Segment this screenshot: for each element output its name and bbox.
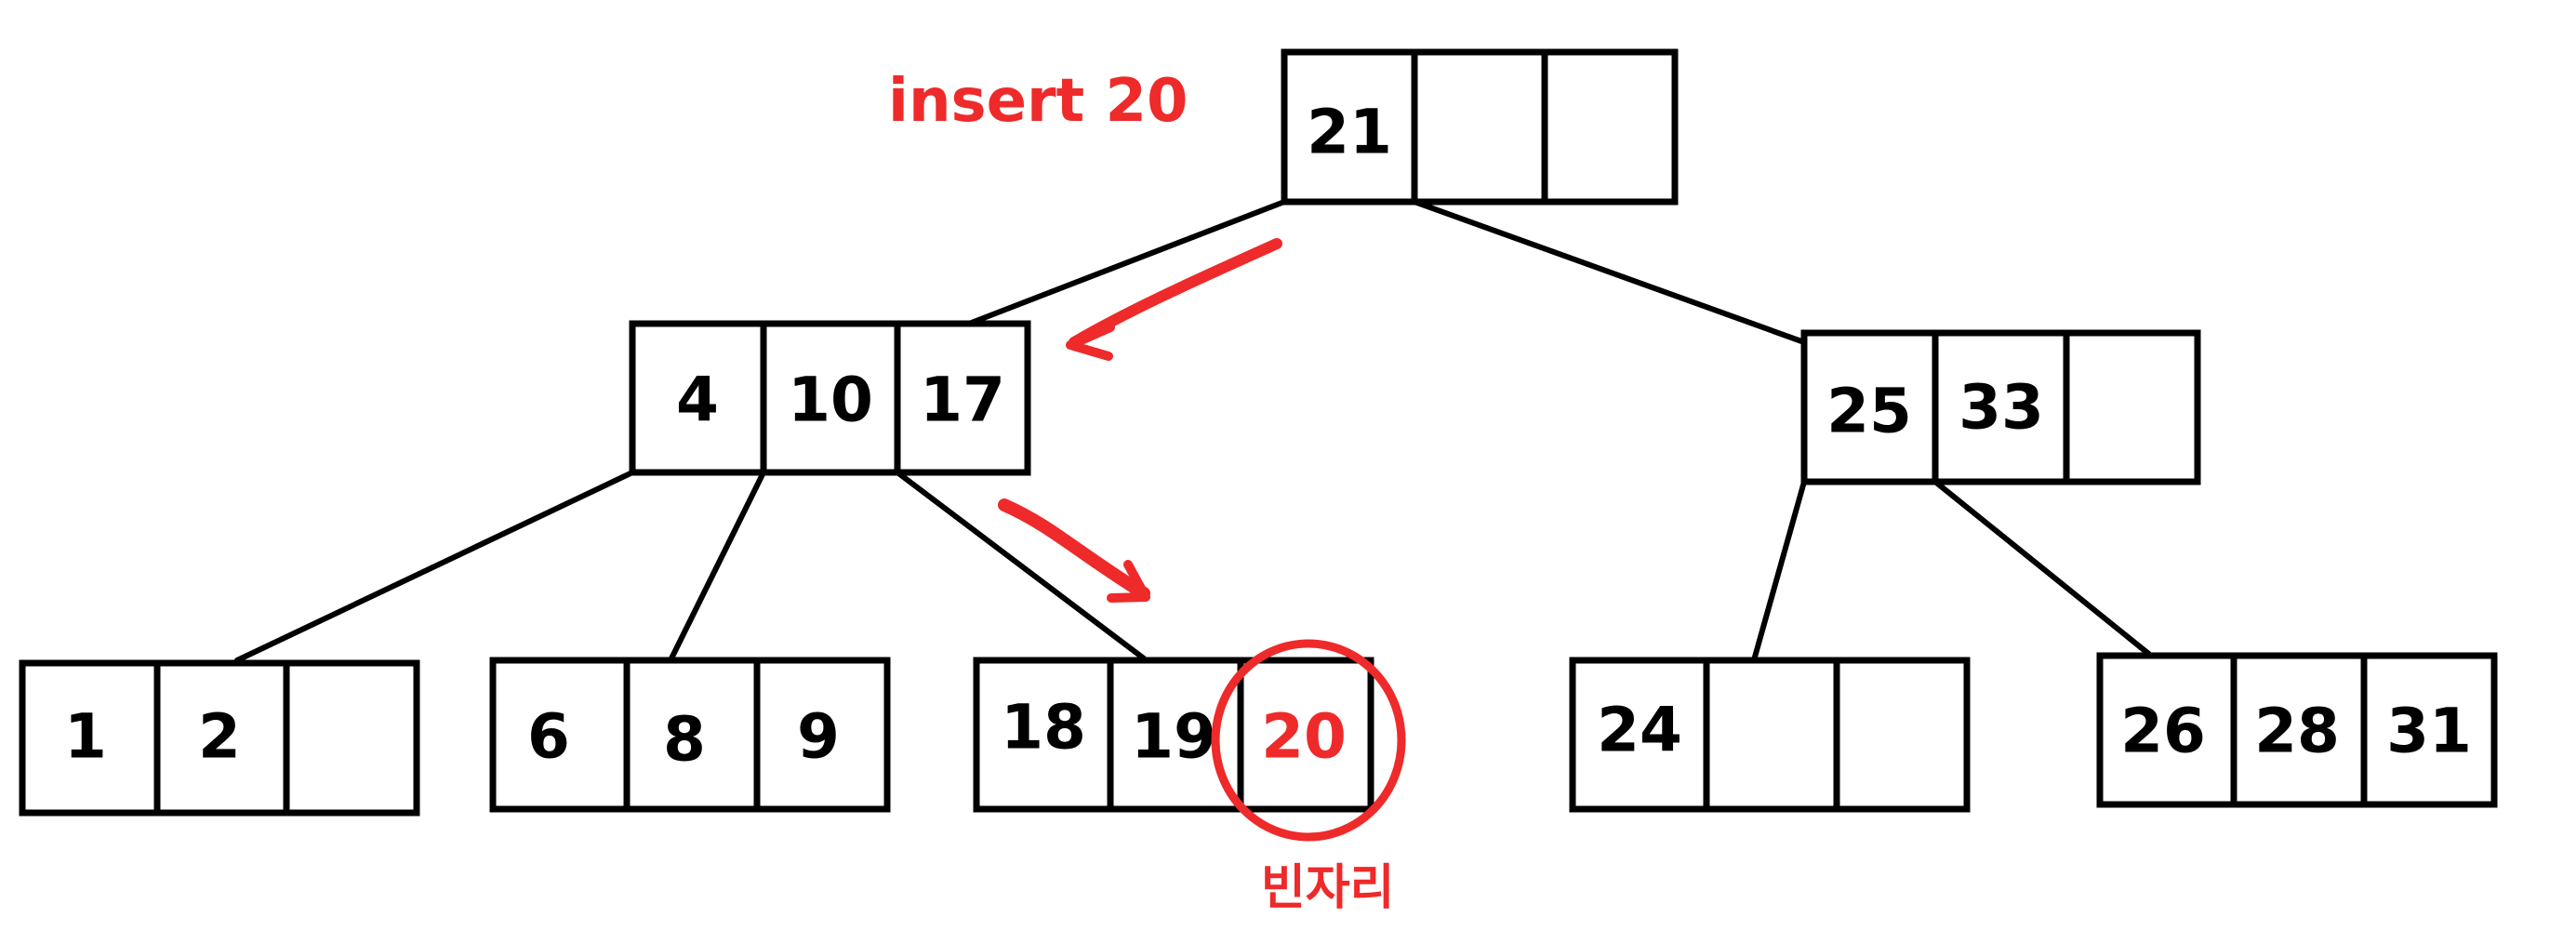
edge-right-node-to-leaf-4: [1751, 479, 1807, 663]
root-node: 21: [1281, 48, 1679, 206]
leaf-3-inserted-key: 20: [1261, 701, 1347, 773]
root-key-cell-3: [1541, 48, 1679, 206]
right-node-key-cell-2: [1932, 329, 2070, 485]
edge-left-node-to-leaf-2: [669, 470, 766, 661]
leaf-3-key-cell-3: [1237, 657, 1374, 813]
tree-edges: [234, 199, 2154, 663]
leaf-4-key-cell-3: [1833, 657, 1971, 813]
right-node-key-1: 25: [1826, 376, 1912, 447]
leaf-4-key-cell-2: [1703, 657, 1840, 813]
edge-root-to-left-node: [966, 199, 1287, 326]
insert-annotations: insert 20 빈자리: [888, 67, 1406, 916]
leaf-node-1: 1 2: [19, 659, 420, 817]
leaf-5-key-cell-1: [2096, 652, 2237, 808]
edge-left-node-to-leaf-1: [234, 470, 635, 663]
leaf-node-3: 18 19 20: [973, 657, 1374, 813]
arrow-left-node-to-leaf-3: [998, 498, 1150, 603]
empty-slot-label: 빈자리: [1261, 860, 1395, 916]
root-key-1: 21: [1307, 97, 1392, 168]
leaf-node-2: 6 8 9: [489, 657, 891, 813]
leaf-2-key-2: 8: [663, 704, 706, 776]
right-node-key-cell-3: [2063, 329, 2201, 485]
internal-node-right: 25 33: [1800, 329, 2201, 485]
internal-node-left: 4 10 17: [629, 320, 1031, 476]
leaf-4-key-1: 24: [1597, 695, 1682, 766]
edge-root-to-right-node: [1412, 199, 1807, 345]
inserted-key-circle: [1211, 639, 1406, 842]
left-node-key-1: 4: [676, 365, 719, 436]
leaf-2-key-3: 9: [797, 701, 840, 773]
left-node-key-cell-2: [760, 320, 901, 476]
insert-operation-label: insert 20: [888, 67, 1188, 136]
leaf-3-key-2: 19: [1131, 701, 1216, 773]
leaf-1-key-1: 1: [64, 701, 107, 773]
leaf-node-4: 24: [1569, 657, 1971, 813]
leaf-5-key-3: 31: [2386, 696, 2472, 767]
left-node-key-cell-3: [894, 320, 1031, 476]
leaf-5-key-cell-3: [2360, 652, 2498, 808]
leaf-2-key-cell-3: [753, 657, 891, 813]
root-key-cell-2: [1411, 48, 1548, 206]
edge-left-node-to-leaf-3: [895, 470, 1147, 661]
right-node-key-2: 33: [1959, 372, 2044, 444]
edge-right-node-to-leaf-5: [1932, 479, 2154, 658]
right-node-key-cell-1: [1800, 329, 1939, 485]
left-node-key-3: 17: [920, 365, 1005, 436]
arrow-root-to-left-node: [1066, 238, 1282, 361]
leaf-5-key-2: 28: [2254, 696, 2340, 767]
leaf-5-key-1: 26: [2120, 696, 2206, 767]
root-key-cell-1: [1281, 48, 1418, 206]
leaf-1-key-cell-3: [283, 659, 420, 817]
leaf-5-key-cell-2: [2230, 652, 2368, 808]
left-node-key-2: 10: [788, 365, 873, 436]
leaf-3-key-1: 18: [1001, 692, 1086, 764]
leaf-1-key-2: 2: [198, 701, 241, 773]
leaf-node-5: 26 28 31: [2096, 652, 2498, 808]
leaf-3-key-cell-2: [1107, 657, 1244, 813]
leaf-2-key-1: 6: [527, 701, 570, 773]
